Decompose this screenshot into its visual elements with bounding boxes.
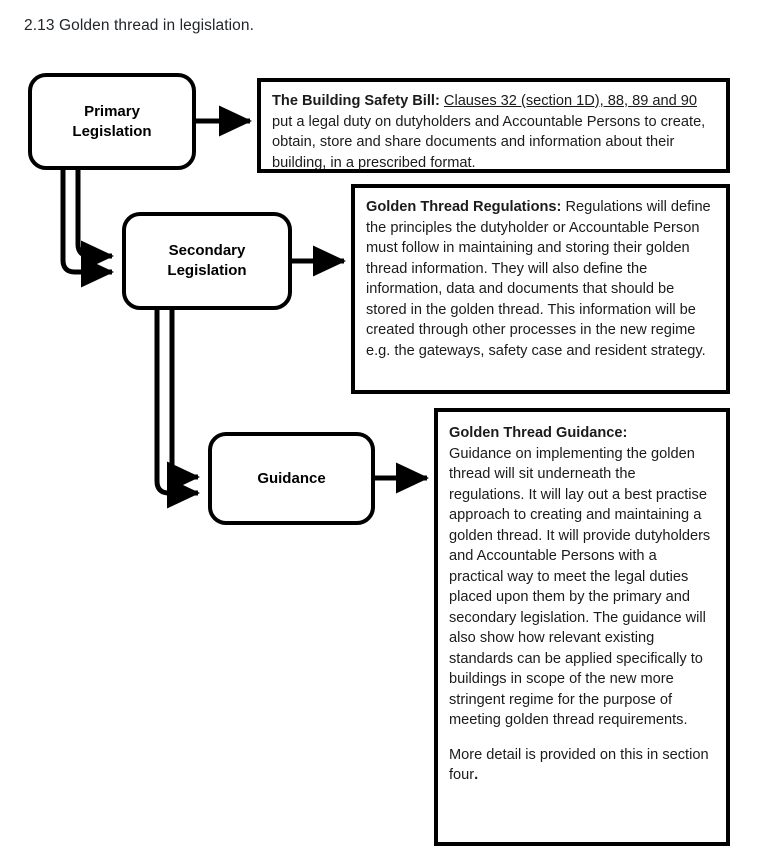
description-underlined-primary: Clauses 32 (section 1D), 88, 89 and 90	[443, 93, 698, 109]
connector-primary-to-secondary	[60, 170, 115, 288]
description-body2-guidance: More detail is provided on this in secti…	[449, 746, 709, 784]
description-text-primary: The Building Safety Bill: Clauses 32 (se…	[272, 91, 715, 173]
description-text-secondary: Golden Thread Regulations: Regulations w…	[366, 197, 715, 361]
description-body2-period-guidance: .	[474, 767, 479, 783]
stage-box-guidance[interactable]: Guidance	[208, 432, 375, 525]
description-box-guidance: Golden Thread Guidance: Guidance on imple…	[434, 408, 730, 846]
connector-secondary-to-guidance	[154, 310, 201, 509]
description-heading-primary: The Building Safety Bill:	[272, 93, 440, 109]
description-box-primary-legislation: The Building Safety Bill: Clauses 32 (se…	[257, 78, 730, 173]
stage-label-primary-legislation: Primary Legislation	[72, 102, 152, 140]
stage-label-guidance: Guidance	[257, 469, 326, 487]
description-heading-secondary: Golden Thread Regulations:	[366, 199, 562, 215]
description-body-primary: put a legal duty on dutyholders and Acco…	[272, 113, 706, 171]
description-box-secondary-legislation: Golden Thread Regulations: Regulations w…	[351, 184, 730, 394]
description-text-guidance-more: More detail is provided on this in secti…	[449, 745, 715, 786]
description-text-guidance: Golden Thread Guidance: Guidance on imple…	[449, 423, 715, 731]
stage-box-primary-legislation[interactable]: Primary Legislation	[28, 73, 196, 170]
description-body-guidance: Guidance on implementing the golden thre…	[449, 445, 711, 729]
description-heading-guidance: Golden Thread Guidance:	[449, 425, 628, 441]
figure-caption: 2.13 Golden thread in legislation.	[24, 17, 255, 34]
stage-box-secondary-legislation[interactable]: Secondary Legislation	[122, 212, 292, 310]
stage-label-secondary-legislation: Secondary Legislation	[167, 242, 247, 279]
description-body-secondary: Regulations will define the principles t…	[366, 199, 711, 359]
